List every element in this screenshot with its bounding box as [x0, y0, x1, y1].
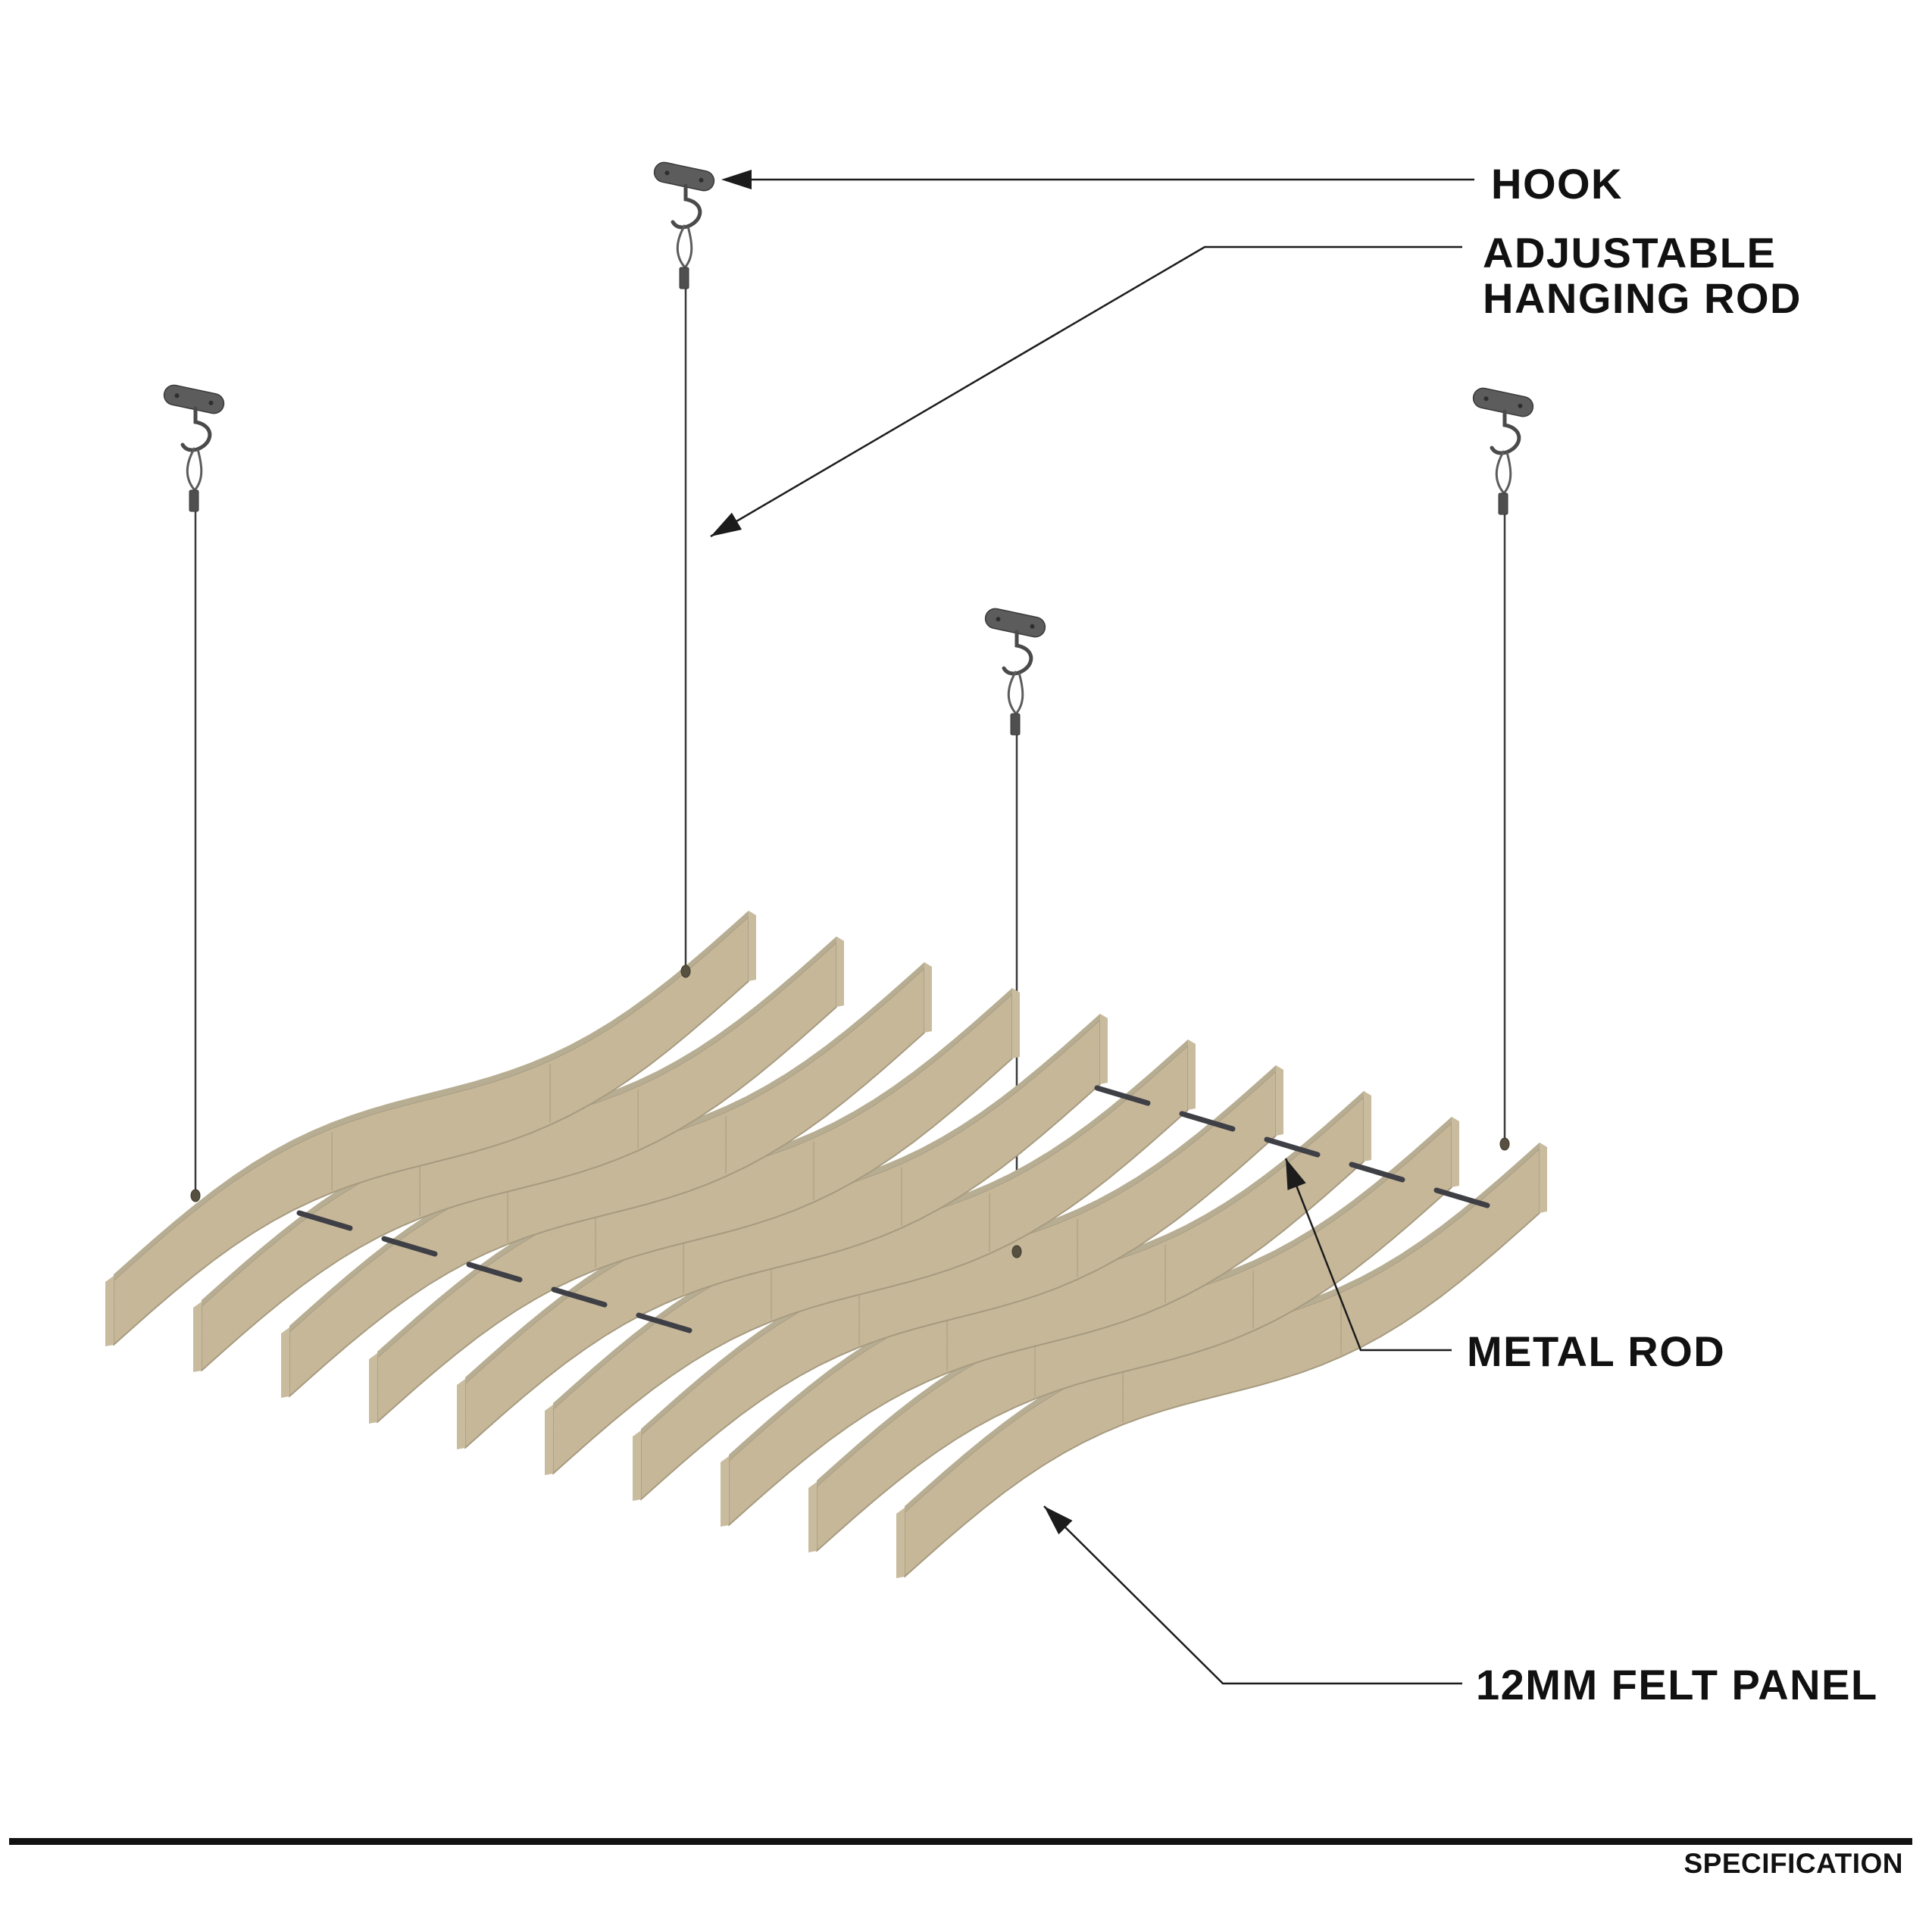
label-hook: HOOK: [1491, 160, 1623, 208]
plate-screw: [1483, 396, 1489, 402]
felt-texture-overlay: [114, 917, 1540, 1577]
ceiling-plate-group: [984, 608, 1046, 638]
leader-adjustable-hanging-rod: [710, 245, 1462, 538]
ceiling-hooks: [163, 161, 1534, 736]
rod-adjuster-barrel: [189, 489, 199, 512]
felt-panel-end-cap: [1012, 988, 1020, 1058]
felt-panel-end-cap: [1188, 1039, 1196, 1110]
felt-panel-end-cap: [545, 1405, 553, 1475]
metal-rod: [1094, 1085, 1490, 1208]
wire-attachment-hole: [190, 1189, 201, 1202]
felt-panel-end-cap: [924, 962, 932, 1033]
metal-rod-segment: [1264, 1136, 1321, 1158]
ceiling-plate: [1472, 387, 1534, 417]
metal-rod-segment: [1179, 1111, 1236, 1132]
plate-screw: [208, 400, 214, 405]
plate-screw: [699, 177, 704, 183]
felt-panel-end-cap: [193, 1302, 202, 1372]
ceiling-plate-group: [653, 161, 715, 192]
metal-rod-segment: [551, 1286, 608, 1308]
metal-rods: [296, 1085, 1490, 1333]
leader-lines: [710, 170, 1474, 1685]
wire-loop: [1007, 671, 1024, 716]
s-hook: [180, 406, 212, 452]
metal-rod-segment: [381, 1236, 438, 1257]
felt-panel-end-cap: [896, 1508, 905, 1578]
metal-rod-segment: [1433, 1187, 1490, 1208]
plate-screw: [996, 617, 1001, 622]
felt-panel-end-cap: [1100, 1014, 1108, 1084]
metal-rod: [296, 1210, 692, 1333]
specification-rule: [9, 1838, 1912, 1845]
felt-panel-end-cap: [281, 1327, 289, 1398]
ceiling-plate: [653, 161, 715, 192]
label-adjustable-hanging-rod-line2: HANGING ROD: [1483, 274, 1802, 322]
rod-adjuster-barrel: [1010, 713, 1021, 736]
hook-assembly: [984, 608, 1046, 736]
leader-felt-panel: [1043, 1505, 1462, 1685]
wire-loop: [1495, 450, 1512, 496]
s-hook: [1002, 630, 1033, 676]
felt-panel-end-cap: [1364, 1091, 1371, 1161]
s-hook: [1490, 409, 1521, 455]
label-felt-panel: 12MM FELT PANEL: [1476, 1661, 1878, 1708]
metal-rod-segment: [466, 1261, 523, 1283]
felt-panel-end-cap: [808, 1482, 817, 1552]
leader-metal-rod: [1284, 1158, 1452, 1352]
arrowhead-hook: [721, 170, 752, 189]
wire-loop: [676, 224, 693, 270]
plate-screw: [664, 170, 670, 176]
hook-assembly: [653, 161, 715, 289]
metal-rod-segment: [1349, 1161, 1405, 1183]
wire-attachment-hole: [1011, 1245, 1022, 1258]
s-hook: [671, 183, 702, 230]
rod-adjuster-barrel: [1498, 492, 1508, 515]
wire-attachment-hole: [680, 964, 691, 978]
wire-loop: [186, 447, 203, 492]
plate-screw: [1518, 403, 1523, 408]
felt-panel-end-cap: [633, 1430, 641, 1501]
label-metal-rod: METAL ROD: [1467, 1327, 1725, 1375]
metal-rod-segment: [296, 1210, 353, 1231]
hook-assembly: [163, 384, 225, 512]
plate-screw: [174, 393, 180, 399]
wire-attachment-hole: [1499, 1137, 1510, 1151]
ceiling-plate-group: [163, 384, 225, 414]
felt-panel-end-cap: [836, 936, 844, 1007]
felt-panel-end-cap: [457, 1379, 465, 1449]
rod-adjuster-barrel: [679, 267, 689, 289]
metal-rod-segment: [636, 1312, 692, 1333]
plate-screw: [1030, 624, 1035, 629]
felt-panel-end-cap: [721, 1456, 729, 1527]
felt-panel-end-cap: [369, 1353, 377, 1424]
felt-panel-end-cap: [1452, 1117, 1459, 1187]
ceiling-plate: [984, 608, 1046, 638]
felt-panel-end-cap: [105, 1276, 114, 1346]
ceiling-plate: [163, 384, 225, 414]
felt-panel-top-edge: [114, 911, 749, 1280]
hook-assembly: [1472, 387, 1534, 515]
ceiling-plate-group: [1472, 387, 1534, 417]
arrowhead-metal-rod: [1286, 1158, 1306, 1190]
felt-panel-end-cap: [1540, 1143, 1547, 1213]
metal-rod-segment: [1094, 1085, 1151, 1106]
label-adjustable-hanging-rod-line1: ADJUSTABLE: [1483, 229, 1776, 277]
wire-attachment-holes: [190, 964, 1510, 1258]
arrowhead-adjustable-hanging-rod: [711, 512, 742, 536]
felt-panel-end-cap: [749, 911, 756, 981]
felt-panel-end-cap: [1276, 1065, 1283, 1136]
arrowhead-felt-panel: [1044, 1506, 1073, 1535]
specification-title: SPECIFICATION: [1684, 1848, 1904, 1879]
